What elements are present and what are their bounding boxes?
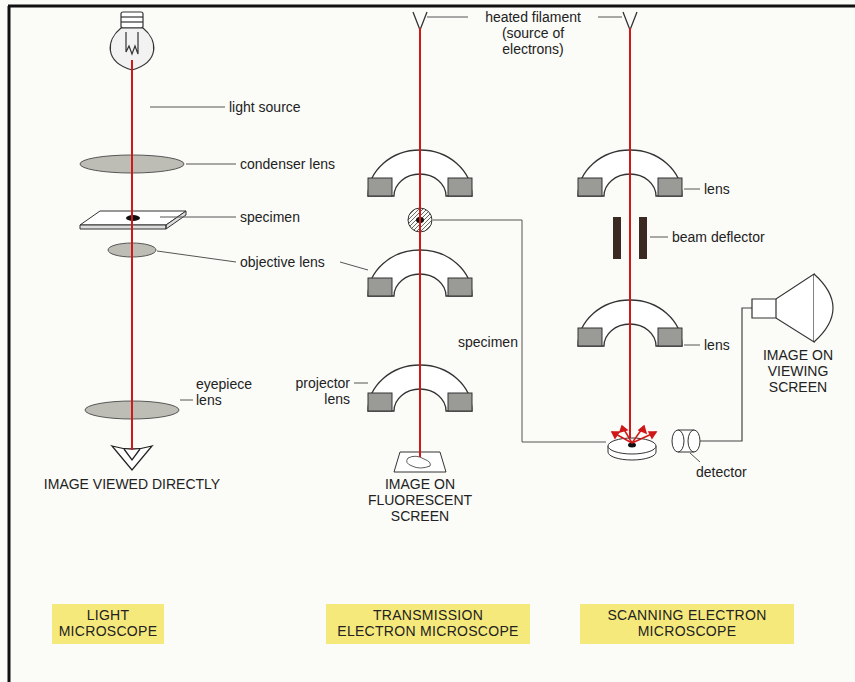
arrowhead xyxy=(639,426,646,433)
viewing-screen xyxy=(752,274,833,342)
crt-face xyxy=(814,274,833,342)
deflector-plate xyxy=(613,217,621,259)
leader-line xyxy=(433,220,606,442)
detector xyxy=(672,430,700,452)
electron-beam xyxy=(629,28,631,440)
magnet-pole xyxy=(578,178,602,196)
title-band: LIGHT MICROSCOPE xyxy=(52,604,164,644)
bulb-thread xyxy=(121,21,143,22)
deflector-plate xyxy=(639,217,647,259)
leader-line xyxy=(340,262,368,270)
electron-ray xyxy=(632,432,656,443)
image-caption: IMAGE ON FLUORESCENT SCREEN xyxy=(360,476,480,524)
crt-neck xyxy=(775,299,776,318)
title-band: SCANNING ELECTRON MICROSCOPE xyxy=(580,604,794,644)
part-label: specimen xyxy=(240,209,300,225)
leader-lines xyxy=(150,17,700,462)
part-label: lens xyxy=(704,337,730,353)
filament-v xyxy=(413,12,427,30)
eye-pupil xyxy=(124,449,140,460)
part-label: objective lens xyxy=(240,254,325,270)
image-caption: IMAGE VIEWED DIRECTLY xyxy=(37,476,227,492)
part-label: lens xyxy=(704,181,730,197)
microscope-name: LIGHT MICROSCOPE xyxy=(58,607,158,639)
electron-beam xyxy=(419,28,421,457)
microscope-name: SCANNING ELECTRON MICROSCOPE xyxy=(586,607,788,639)
transmission-em xyxy=(368,12,472,472)
leader-line xyxy=(180,400,193,401)
detector-face xyxy=(672,430,684,452)
magnet-pole xyxy=(448,278,472,296)
magnet-pole xyxy=(578,328,602,346)
magnet-pole xyxy=(448,178,472,196)
light-microscope xyxy=(80,12,186,470)
frame-line xyxy=(8,6,11,682)
part-label: detector xyxy=(696,464,747,480)
bulb-base xyxy=(121,12,143,28)
signal-wire xyxy=(700,308,752,441)
part-label: light source xyxy=(229,99,301,115)
part-label: specimen xyxy=(458,334,516,350)
leader-line xyxy=(684,189,700,190)
leader-line xyxy=(354,383,368,384)
arrowhead xyxy=(612,432,619,438)
frame-line xyxy=(8,5,855,8)
filament xyxy=(413,12,427,30)
magnet-pole xyxy=(658,328,682,346)
microscope-name: TRANSMISSION ELECTRON MICROSCOPE xyxy=(332,607,524,639)
light-beam xyxy=(131,60,133,450)
crt-tube xyxy=(752,274,814,342)
leader-line xyxy=(150,107,225,108)
leader-line xyxy=(684,345,700,346)
magnet-pole xyxy=(368,278,392,296)
arrowhead xyxy=(649,432,656,438)
leader-line xyxy=(160,217,236,218)
arrowhead xyxy=(620,426,627,432)
part-label: beam deflector xyxy=(672,229,765,245)
part-label: heated filament (source of electrons) xyxy=(470,9,596,57)
filament-v xyxy=(623,12,637,30)
part-label: projector lens xyxy=(282,375,350,407)
magnet-pole xyxy=(448,393,472,411)
leader-line xyxy=(598,17,622,18)
scattered-electrons xyxy=(612,426,656,443)
part-label: eyepiece lens xyxy=(196,376,260,408)
image-caption: IMAGE ON VIEWING SCREEN xyxy=(748,347,848,395)
bulb-thread xyxy=(121,16,143,17)
specimen-dot xyxy=(628,443,636,448)
leader-line xyxy=(157,251,236,262)
detector-back xyxy=(688,430,700,452)
magnet-pole xyxy=(368,393,392,411)
magnet-pole xyxy=(368,178,392,196)
sem-specimen xyxy=(608,438,656,460)
bulb-filament xyxy=(126,32,138,54)
leader-line xyxy=(690,453,700,462)
frame xyxy=(8,6,855,682)
part-label: condenser lens xyxy=(240,156,335,172)
magnet-pole xyxy=(658,178,682,196)
specimen-stub xyxy=(608,438,656,454)
leader-line xyxy=(427,17,468,18)
screen-image xyxy=(407,456,431,468)
leader-line xyxy=(650,237,668,238)
leader-line xyxy=(186,164,236,165)
title-band: TRANSMISSION ELECTRON MICROSCOPE xyxy=(326,604,530,644)
